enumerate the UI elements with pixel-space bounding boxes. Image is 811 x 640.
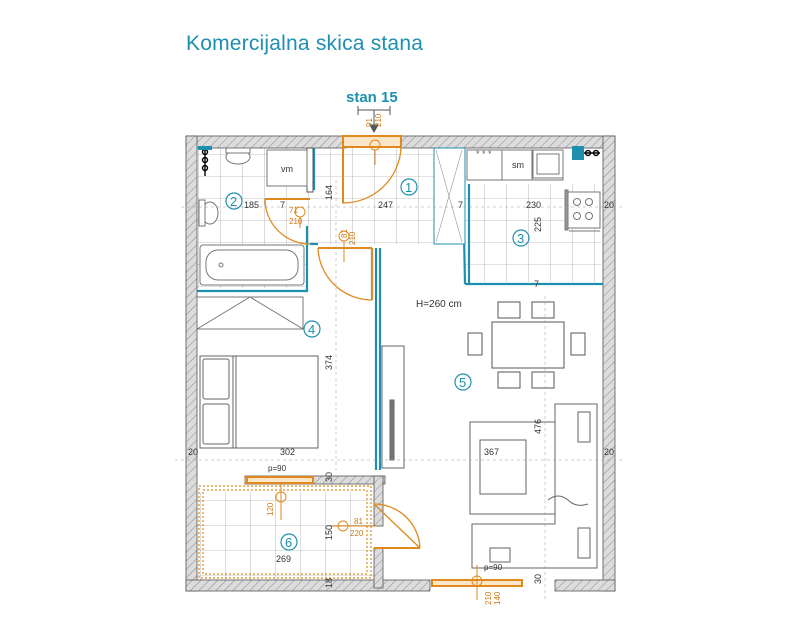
dim-30b: 30 (533, 574, 543, 584)
bath-door-width: 71 (289, 206, 298, 215)
room-markers (225, 178, 530, 551)
bedroom-door-width: 81 (340, 229, 349, 238)
tv-unit (381, 345, 405, 469)
entry-door-width: 91 (365, 118, 374, 127)
room-2-number: 2 (230, 194, 237, 209)
entry-arrow-icon (357, 106, 391, 134)
dim-164: 164 (324, 185, 334, 200)
washing-machine-label: vm (281, 164, 293, 174)
dim-30a: 30 (324, 472, 334, 482)
room-4-number: 4 (308, 322, 315, 337)
room-5-number: 5 (459, 375, 466, 390)
ceiling-height-note: H=260 cm (416, 299, 462, 310)
balcony-floor-tiles (197, 492, 375, 580)
balcony-parapet (198, 485, 372, 579)
dim-185: 185 (244, 200, 259, 210)
kitchen-fixtures (466, 149, 601, 232)
dim-7b: 7 (458, 200, 463, 210)
window-2-height: 210 (484, 591, 493, 605)
room-6-number: 6 (285, 535, 292, 550)
dining-table (467, 301, 586, 389)
dim-302: 302 (280, 447, 295, 457)
bedroom-door-height: 210 (348, 231, 357, 245)
window-2-sill: 140 (493, 591, 502, 605)
electrical-panel-icon (198, 146, 212, 176)
double-bed (199, 355, 319, 449)
page-title: Komercijalna skica stana (186, 32, 424, 55)
dim-18: 18 (324, 578, 334, 588)
dim-230: 230 (526, 200, 541, 210)
dim-247: 247 (378, 200, 393, 210)
dim-7a: 7 (280, 200, 285, 210)
bathroom-fixtures (198, 147, 308, 286)
dim-20b: 20 (188, 447, 198, 457)
dishwasher-label: sm (512, 160, 524, 170)
balcony-door-height: 220 (350, 529, 364, 538)
door-markers (275, 139, 483, 600)
axis-lines (175, 180, 625, 600)
dim-225: 225 (533, 217, 543, 232)
dim-367: 367 (484, 447, 499, 457)
balcony-door-width: 81 (354, 517, 363, 526)
dim-20a: 20 (604, 200, 614, 210)
hob-marks: * * * (476, 149, 492, 159)
radiator-icon (572, 146, 600, 160)
dim-374: 374 (324, 355, 334, 370)
window-2-label: p=90 (484, 563, 503, 572)
dim-476: 476 (533, 419, 543, 434)
unit-label: stan 15 (346, 89, 398, 106)
bath-door-height: 210 (289, 217, 303, 226)
window-1-height: 120 (266, 502, 275, 516)
corner-sofa (471, 403, 598, 569)
dim-7c: 7 (534, 279, 539, 289)
outer-walls (185, 135, 616, 592)
window-1-label: p=90 (268, 464, 287, 473)
room-3-number: 3 (517, 231, 524, 246)
room-1-number: 1 (405, 180, 412, 195)
dim-20c: 20 (604, 447, 614, 457)
coffee-table (469, 421, 557, 515)
entry-door-height: 210 (374, 113, 383, 127)
dim-269: 269 (276, 554, 291, 564)
wardrobe (196, 296, 304, 330)
dim-150: 150 (324, 525, 334, 540)
